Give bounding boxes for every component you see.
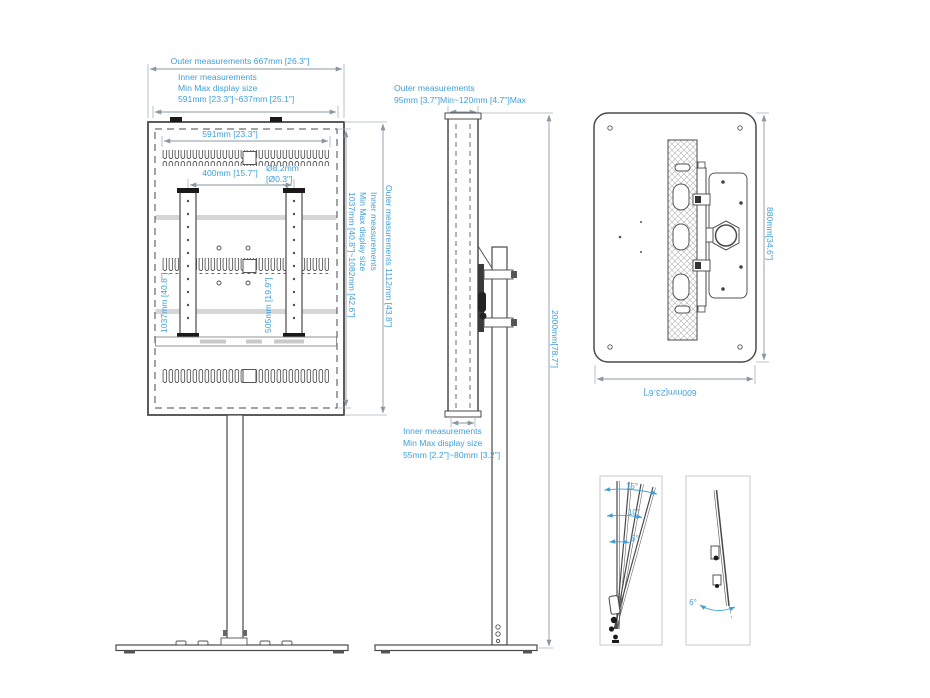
back-tilt-angle-label: 6° — [689, 598, 697, 607]
tilt-angle-label-15: 15° — [626, 482, 638, 491]
dim-label-base-depth: 880mm[34.6"] — [765, 207, 775, 260]
extension-lines — [756, 112, 769, 363]
tilt-box — [599, 475, 663, 646]
dim-label-inner-width-3: 591mm [23.3"]~637mm [25.1"] — [178, 94, 294, 104]
base-view: 880mm[34.6"] 600mm[23.6"] — [593, 112, 775, 398]
dim-label-outer-width: Outer measurements 667mm [26.3"] — [171, 56, 310, 66]
enclosure-side — [444, 112, 482, 418]
extension-lines — [147, 64, 345, 118]
mount-bracket-side — [477, 245, 517, 332]
center-plate-screws — [216, 245, 251, 286]
dim-label-outer-height: Outer measurements 1112mm [43.8"] — [384, 185, 394, 327]
dim-label-total-height: 2000mm[78.7"] — [550, 310, 560, 368]
dim-label-inner-depth-2: Min Max display size — [403, 438, 482, 448]
slot-strip-top — [162, 150, 330, 166]
stand-pole-side — [491, 246, 508, 646]
bracket-rail-right — [283, 188, 305, 338]
tilt-range-diagram: 15° 10° 5° — [599, 475, 663, 646]
front-view: Outer measurements 667mm [26.3"] Inner m… — [115, 56, 394, 654]
dim-label-rail-height: 1037mm [40.8"] — [159, 273, 169, 333]
extension-lines — [337, 128, 351, 409]
dim-label-outer-depth-1: Outer measurements — [394, 83, 475, 93]
dim-label-inner-depth-1: Inner measurements — [403, 426, 482, 436]
base-dot — [640, 221, 642, 223]
tilt-arc-5 — [609, 539, 630, 544]
tilt-arc-15 — [604, 487, 658, 495]
dim-label-hole-dia-1: Ø8.2mm — [266, 163, 299, 173]
column-channel — [667, 139, 698, 341]
dim-label-base-width: 600mm[23.6"] — [643, 388, 696, 398]
dim-label-inner-width-1: Inner measurements — [178, 72, 257, 82]
extension-lines — [594, 365, 756, 384]
extension-lines — [450, 417, 476, 427]
floor-base-side — [374, 624, 538, 654]
cross-bar — [155, 309, 337, 314]
floor-base-front — [115, 637, 349, 654]
tilt-pivot-hardware — [608, 595, 621, 643]
dim-label-vesa-height: 505mm [19.9"] — [263, 277, 273, 333]
dim-label-inner-height-1: Inner measurements — [369, 192, 379, 271]
extension-lines — [161, 136, 331, 147]
cross-bar — [155, 215, 337, 220]
bottom-assembly — [155, 336, 337, 347]
top-tab — [170, 117, 182, 122]
dim-label-inner-height-2: Min Max display size — [358, 192, 368, 271]
bracket-rail-left — [177, 188, 199, 338]
dim-label-hole-dia-2: [Ø0.3"] — [266, 174, 292, 184]
dim-label-inner-depth-3: 55mm [2.2"]~80mm [3.2"] — [403, 450, 500, 460]
extension-lines — [481, 112, 553, 649]
top-tab — [270, 117, 282, 122]
dim-label-inner-height-3: 1037mm [40.8"]~1082mm [42.6"] — [347, 192, 357, 318]
base-dot — [618, 235, 622, 239]
pole-joint — [243, 630, 247, 636]
knob — [714, 224, 738, 247]
extension-lines — [344, 121, 387, 416]
dim-label-vesa-width: 400mm [15.7"] — [202, 168, 258, 178]
tilt-angle-label-5: 5° — [631, 534, 639, 543]
display-outline-dashed — [154, 128, 338, 409]
extension-lines — [152, 106, 339, 118]
panel-hardware — [710, 545, 722, 588]
base-corner-holes — [607, 125, 743, 350]
stand-pole-front — [226, 414, 244, 646]
tilted-panel — [715, 489, 730, 607]
pole-joint — [223, 630, 227, 636]
tilt-arc-10 — [606, 513, 643, 519]
back-tilt-diagram: 6° — [685, 475, 751, 646]
dim-label-strip-width: 591mm [23.3"] — [202, 129, 258, 139]
dim-label-inner-width-2: Min Max display size — [178, 83, 257, 93]
tilt-angle-label-10: 10° — [628, 508, 640, 517]
back-tilt-arc — [699, 604, 736, 612]
mount-assembly-top — [692, 161, 748, 313]
side-view: Outer measurements 95mm [3.7"]Min~120mm … — [374, 83, 560, 654]
slot-strip-bottom — [162, 368, 330, 384]
base-dot — [640, 251, 642, 253]
dim-label-outer-depth-2: 95mm [3.7"]Min~120mm [4.7"]Max — [394, 95, 527, 105]
tilted-panel-edge — [713, 490, 727, 607]
